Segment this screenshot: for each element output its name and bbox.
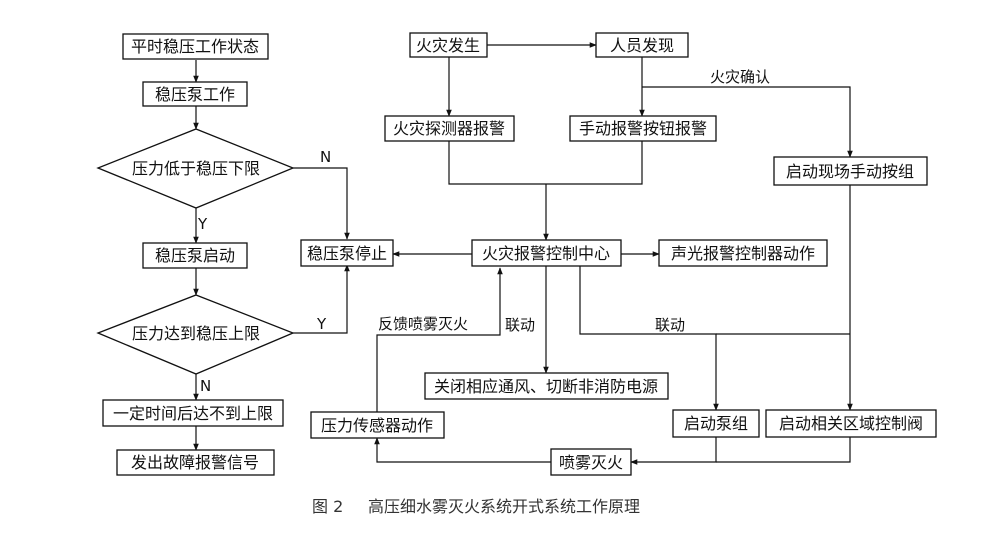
figure-title: 高压细水雾灭火系统开式系统工作原理 <box>368 497 640 516</box>
svg-text:一定时间后达不到上限: 一定时间后达不到上限 <box>113 404 273 423</box>
svg-text:声光报警控制器动作: 声光报警控制器动作 <box>671 244 815 263</box>
svg-text:稳压泵工作: 稳压泵工作 <box>155 85 235 104</box>
svg-text:手动报警按钮报警: 手动报警按钮报警 <box>579 119 707 138</box>
svg-text:火灾报警控制中心: 火灾报警控制中心 <box>482 244 610 263</box>
edge-label-n-down: N <box>200 377 211 395</box>
edge-label-y-right: Y <box>316 315 327 333</box>
node-control-center: 火灾报警控制中心 <box>471 239 622 267</box>
decision-pressure-low: 压力低于稳压下限 <box>96 128 295 209</box>
node-fire: 火灾发生 <box>409 32 488 58</box>
node-manual-alarm: 手动报警按钮报警 <box>569 115 717 142</box>
edge-label-linkage-2: 联动 <box>655 316 685 334</box>
edge-label-fire-confirm: 火灾确认 <box>710 68 770 86</box>
node-timeout: 一定时间后达不到上限 <box>102 399 284 427</box>
svg-text:压力低于稳压下限: 压力低于稳压下限 <box>132 159 260 178</box>
node-sound-light: 声光报警控制器动作 <box>658 239 828 267</box>
edge-label-y-down: Y <box>197 215 208 233</box>
edge-label-feedback: 反馈喷雾灭火 <box>378 315 468 333</box>
node-detector-alarm: 火灾探测器报警 <box>384 115 515 142</box>
node-pump-stop: 稳压泵停止 <box>300 239 394 267</box>
node-pump-work: 稳压泵工作 <box>142 81 248 107</box>
svg-text:稳压泵启动: 稳压泵启动 <box>155 246 235 265</box>
edge-label-linkage-1: 联动 <box>505 316 535 334</box>
node-spray: 喷雾灭火 <box>550 448 632 476</box>
svg-text:压力达到稳压上限: 压力达到稳压上限 <box>132 324 260 343</box>
figure-caption: 图 2 高压细水雾灭火系统开式系统工作原理 <box>312 497 640 516</box>
svg-text:稳压泵停止: 稳压泵停止 <box>307 244 387 263</box>
node-normal-state: 平时稳压工作状态 <box>122 33 269 60</box>
node-person-found: 人员发现 <box>595 32 689 58</box>
figure-number: 图 2 <box>312 497 343 516</box>
svg-text:启动相关区域控制阀: 启动相关区域控制阀 <box>779 414 923 433</box>
node-pump-start: 稳压泵启动 <box>142 242 248 269</box>
node-pressure-sensor: 压力传感器动作 <box>310 411 445 439</box>
svg-text:压力传感器动作: 压力传感器动作 <box>321 416 433 435</box>
node-zone-valve: 启动相关区域控制阀 <box>765 409 937 438</box>
decision-pressure-reach: 压力达到稳压上限 <box>96 294 295 375</box>
connectors <box>193 42 853 465</box>
svg-text:喷雾灭火: 喷雾灭火 <box>559 453 623 472</box>
node-start-pump-group: 启动泵组 <box>672 409 760 438</box>
svg-text:启动现场手动按组: 启动现场手动按组 <box>786 162 914 181</box>
svg-text:发出故障报警信号: 发出故障报警信号 <box>131 453 259 472</box>
svg-text:火灾发生: 火灾发生 <box>416 36 480 55</box>
node-fault-signal: 发出故障报警信号 <box>116 449 275 476</box>
svg-text:火灾探测器报警: 火灾探测器报警 <box>393 119 505 138</box>
edge-label-n: N <box>320 148 331 166</box>
svg-text:关闭相应通风、切断非消防电源: 关闭相应通风、切断非消防电源 <box>434 377 658 396</box>
node-site-button: 启动现场手动按组 <box>773 156 928 186</box>
svg-text:人员发现: 人员发现 <box>610 36 674 55</box>
node-close-vent: 关闭相应通风、切断非消防电源 <box>424 372 669 400</box>
svg-text:平时稳压工作状态: 平时稳压工作状态 <box>131 37 259 56</box>
svg-text:启动泵组: 启动泵组 <box>684 414 748 433</box>
